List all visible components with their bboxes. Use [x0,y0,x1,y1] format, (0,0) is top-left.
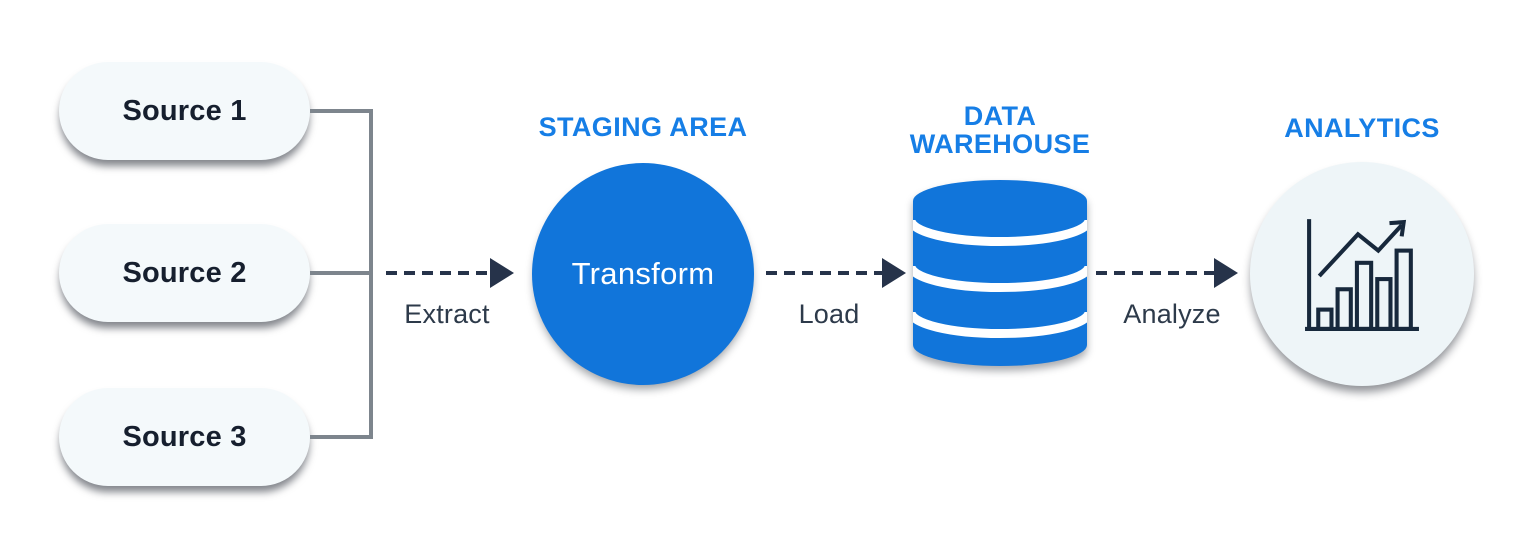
source-2-label: Source 2 [122,256,247,289]
source-2-node: Source 2 [59,224,310,322]
arrowhead-icon [1214,258,1238,288]
source-3-label: Source 3 [122,420,247,453]
data-warehouse-title: DATA WAREHOUSE [909,101,1091,159]
bar-chart-icon [1305,219,1419,331]
staging-area-title: STAGING AREA [538,112,748,142]
extract-label: Extract [404,299,490,329]
analyze-label: Analyze [1123,299,1221,329]
analytics-title: ANALYTICS [1284,113,1440,143]
load-arrow [766,258,906,288]
analyze-arrow [1096,258,1238,288]
source-3-node: Source 3 [59,388,310,486]
transform-label: Transform [571,256,715,291]
source-1-label: Source 1 [122,94,247,127]
database-icon [913,180,1087,366]
transform-node: Transform [532,163,754,385]
extract-arrow [386,258,514,288]
arrowhead-icon [882,258,906,288]
source-1-node: Source 1 [59,62,310,160]
load-label: Load [798,299,860,329]
arrowhead-icon [490,258,514,288]
analytics-node [1250,162,1474,386]
sources-merge-connector [310,109,373,439]
